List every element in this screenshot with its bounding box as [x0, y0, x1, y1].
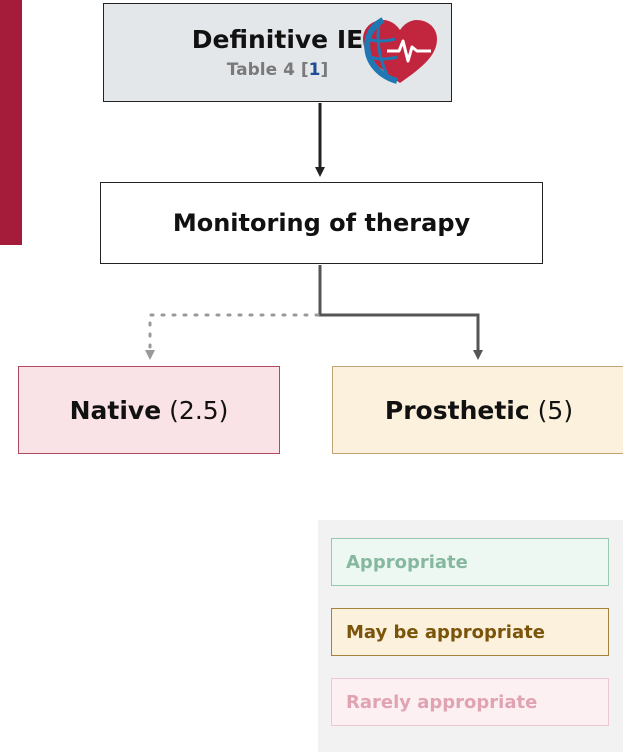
node-native-score: (2.5): [169, 395, 229, 425]
reference-link[interactable]: 1: [308, 60, 321, 80]
globe-heart-icon: [363, 17, 437, 84]
edge-monitoring-to-native: [145, 313, 320, 360]
reference-prefix: Table 4 [: [226, 60, 309, 80]
edge-monitoring-to-prosthetic: [318, 265, 483, 360]
reference-suffix: ]: [320, 60, 329, 80]
node-prosthetic-label: Prosthetic: [384, 395, 530, 425]
node-definitive-ie: Definitive IE Table 4 [1]: [103, 3, 452, 102]
node-definitive-title: Definitive IE: [191, 25, 364, 54]
node-prosthetic: Prosthetic(5): [332, 366, 623, 454]
legend: Appropriate May be appropriate Rarely ap…: [318, 520, 623, 752]
legend-may-be-appropriate: May be appropriate: [331, 608, 609, 656]
node-native-label: Native: [69, 395, 162, 425]
node-definitive-reference: Table 4 [1]: [227, 60, 328, 80]
node-monitoring-of-therapy: Monitoring of therapy: [100, 182, 543, 264]
accent-side-bar: [0, 0, 22, 245]
node-prosthetic-score: (5): [537, 395, 574, 425]
node-monitoring-label: Monitoring of therapy: [172, 209, 471, 237]
legend-appropriate: Appropriate: [331, 538, 609, 586]
legend-rarely-appropriate: Rarely appropriate: [331, 678, 609, 726]
node-native: Native(2.5): [18, 366, 280, 454]
